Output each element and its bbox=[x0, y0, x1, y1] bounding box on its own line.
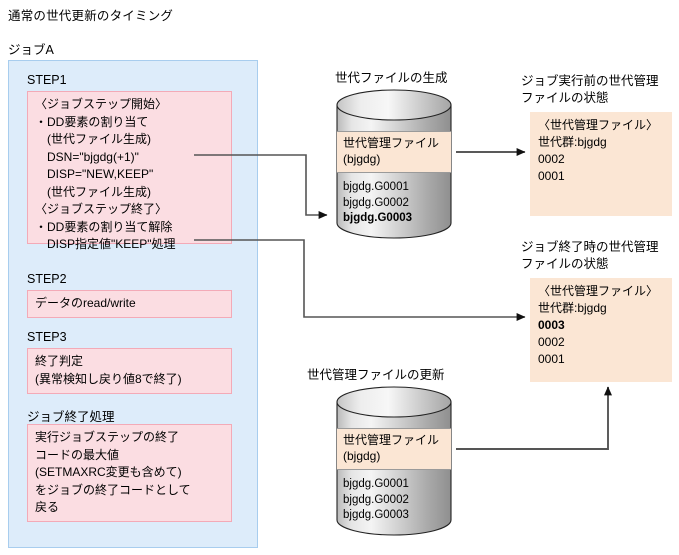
cylinder-band-title: 世代管理ファイル bbox=[343, 136, 440, 150]
step-label-step2: STEP2 bbox=[27, 272, 67, 286]
step1-line-2: ・DD要素の割り当て bbox=[35, 114, 149, 129]
job-end-line-2: コードの最大値 bbox=[35, 447, 120, 462]
step1-line-5: DISP="NEW,KEEP" bbox=[35, 167, 154, 181]
state-header: 〈世代管理ファイル〉 bbox=[538, 118, 659, 132]
cylinder-generation-file: 世代管理ファイル (bjgdg) bjgdg.G0001 bjgdg.G0002… bbox=[332, 88, 456, 240]
cylinder-entry: bjgdg.G0002 bbox=[343, 493, 409, 506]
state-caption-after-line2: ファイルの状態 bbox=[521, 256, 609, 271]
cylinder-caption-update: 世代管理ファイルの更新 bbox=[307, 368, 445, 382]
cylinder-entry: bjgdg.G0001 bbox=[343, 478, 409, 490]
step1-line-9: DISP指定値"KEEP"処理 bbox=[35, 237, 176, 251]
step-label-job-end: ジョブ終了処理 bbox=[27, 410, 115, 424]
connector-update-cylinder-to-after-state bbox=[456, 386, 612, 450]
state-generation: 0002 bbox=[538, 335, 565, 349]
state-box-before-job: 〈世代管理ファイル〉 世代群:bjgdg 0002 0001 bbox=[530, 112, 672, 216]
state-box-after-job: 〈世代管理ファイル〉 世代群:bjgdg 0003 0002 0001 bbox=[530, 278, 672, 382]
cylinder-entry-list: bjgdg.G0001 bjgdg.G0002 bjgdg.G0003 bbox=[343, 477, 409, 524]
cylinder-band-sub: (bjgdg) bbox=[343, 449, 381, 463]
state-generation: 0002 bbox=[538, 152, 565, 166]
cylinder-management-file: 世代管理ファイル (bjgdg) bjgdg.G0001 bjgdg.G0002… bbox=[332, 385, 456, 537]
step1-line-1: 〈ジョブステップ開始〉 bbox=[35, 97, 168, 111]
cylinder-entry: bjgdg.G0003 bbox=[343, 212, 413, 224]
step1-line-8: ・DD要素の割り当て解除 bbox=[35, 219, 173, 234]
state-generation: 0003 bbox=[538, 318, 565, 332]
state-caption-before-line2: ファイルの状態 bbox=[521, 90, 609, 105]
cylinder-entry: bjgdg.G0001 bbox=[343, 181, 409, 193]
state-caption-before-line1: ジョブ実行前の世代管理 bbox=[521, 74, 659, 88]
cylinder-band-title: 世代管理ファイル bbox=[343, 433, 440, 447]
step1-line-4: DSN="bjgdg(+1)" bbox=[35, 149, 139, 164]
job-label: ジョブA bbox=[8, 43, 54, 57]
cylinder-entry: bjgdg.G0003 bbox=[343, 509, 409, 521]
state-caption-after-line1: ジョブ終了時の世代管理 bbox=[521, 240, 659, 254]
step-box-job-end: 実行ジョブステップの終了 コードの最大値 (SETMAXRC変更も含めて) をジ… bbox=[27, 424, 232, 522]
step3-line-1: 終了判定 bbox=[35, 354, 84, 368]
step1-line-7: 〈ジョブステップ終了〉 bbox=[35, 202, 168, 216]
step-box-step2: データのread/write bbox=[27, 290, 232, 318]
step1-line-3: (世代ファイル生成) bbox=[35, 132, 151, 146]
step1-line-6: (世代ファイル生成) bbox=[35, 184, 151, 199]
step-label-step1: STEP1 bbox=[27, 73, 67, 87]
step2-line-1: データのread/write bbox=[35, 296, 136, 310]
step-label-step3: STEP3 bbox=[27, 330, 67, 344]
cylinder-band-label: 世代管理ファイル (bjgdg) bbox=[337, 131, 451, 173]
page-title: 通常の世代更新のタイミング bbox=[8, 9, 174, 23]
state-header: 〈世代管理ファイル〉 bbox=[538, 284, 659, 298]
job-end-line-3: (SETMAXRC変更も含めて) bbox=[35, 465, 182, 479]
state-group: 世代群:bjgdg bbox=[538, 135, 607, 149]
cylinder-band-sub: (bjgdg) bbox=[343, 152, 381, 166]
step3-line-2: (異常検知し戻り値8で終了) bbox=[35, 371, 182, 386]
state-caption-after: ジョブ終了時の世代管理 ファイルの状態 bbox=[521, 239, 659, 272]
step-box-step3: 終了判定 (異常検知し戻り値8で終了) bbox=[27, 348, 232, 394]
state-caption-before: ジョブ実行前の世代管理 ファイルの状態 bbox=[521, 73, 659, 106]
state-group: 世代群:bjgdg bbox=[538, 301, 607, 315]
job-end-line-5: 戻る bbox=[35, 500, 60, 514]
job-end-line-4: をジョブの終了コードとして bbox=[35, 482, 191, 497]
state-generation: 0001 bbox=[538, 352, 565, 366]
state-generation: 0001 bbox=[538, 169, 565, 183]
cylinder-band-label: 世代管理ファイル (bjgdg) bbox=[337, 428, 451, 470]
cylinder-caption-generation: 世代ファイルの生成 bbox=[335, 71, 448, 85]
cylinder-entry: bjgdg.G0002 bbox=[343, 196, 409, 209]
cylinder-entry-list: bjgdg.G0001 bjgdg.G0002 bjgdg.G0003 bbox=[343, 180, 412, 227]
job-end-line-1: 実行ジョブステップの終了 bbox=[35, 430, 180, 444]
step-box-step1: 〈ジョブステップ開始〉 ・DD要素の割り当て (世代ファイル生成) DSN="b… bbox=[27, 91, 232, 251]
